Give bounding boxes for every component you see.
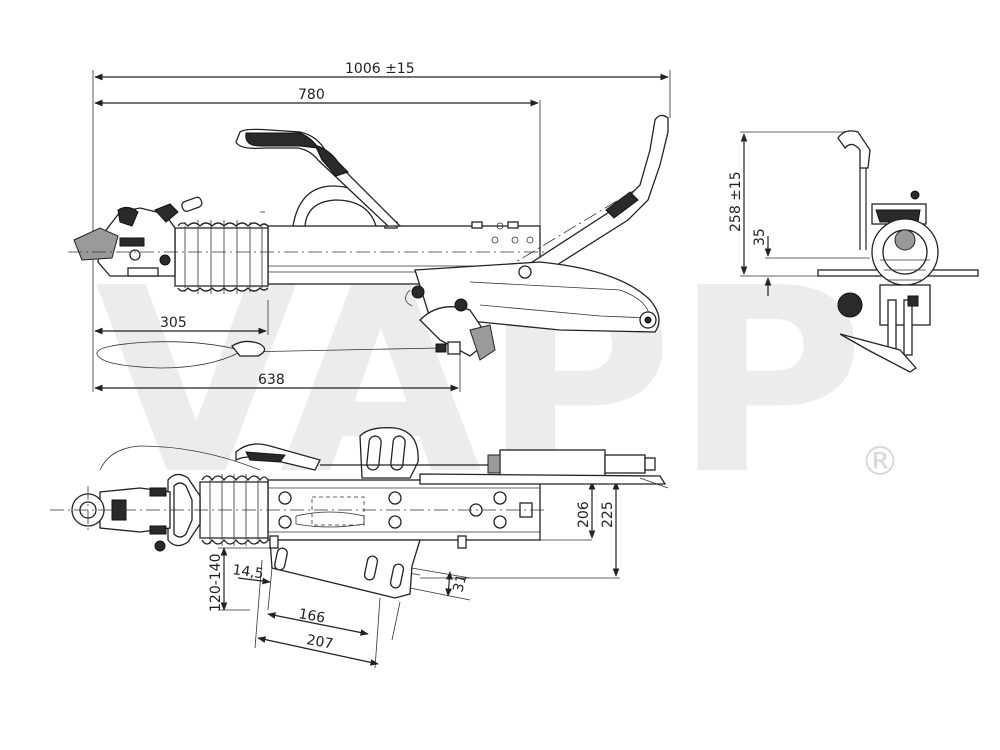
dim-line-slot-length [445,571,453,597]
top-view: 206 225 120-140 14,5 166 207 25 31 [50,427,669,669]
front-view: 258 ±15 35 [728,130,979,373]
dim-mount-height-1: 206 [576,501,592,528]
lever-housing [414,261,660,333]
dim-hole-spacing-1: 166 [297,606,326,626]
bellows [174,220,269,294]
dim-body-length: 780 [298,87,325,103]
registered-mark: ® [860,439,900,485]
breakaway-cable [96,341,241,369]
dim-line-hole-spacing-2 [257,636,379,666]
dim-bellows-offset: 305 [160,315,187,331]
dim-mount-range: 120-140 [208,554,224,613]
dim-cable-length: 638 [258,372,285,388]
bellows-top [199,474,269,546]
mounting-bracket [269,539,421,599]
dim-ball-offset: 35 [752,228,768,246]
dim-hole-offset: 14,5 [231,562,264,582]
dim-height: 258 ±15 [728,171,744,232]
dim-mount-height-2: 225 [600,501,616,528]
dim-slot-length: 31 [450,573,470,594]
dim-line-hole-offset [237,577,271,585]
side-view: 1006 ±15 780 305 638 [68,61,671,392]
dim-hole-spacing-2: 207 [305,632,334,652]
dim-overall-length: 1006 ±15 [345,61,415,77]
dim-line-hole-spacing-1 [267,612,369,636]
coupling-head [73,196,203,277]
